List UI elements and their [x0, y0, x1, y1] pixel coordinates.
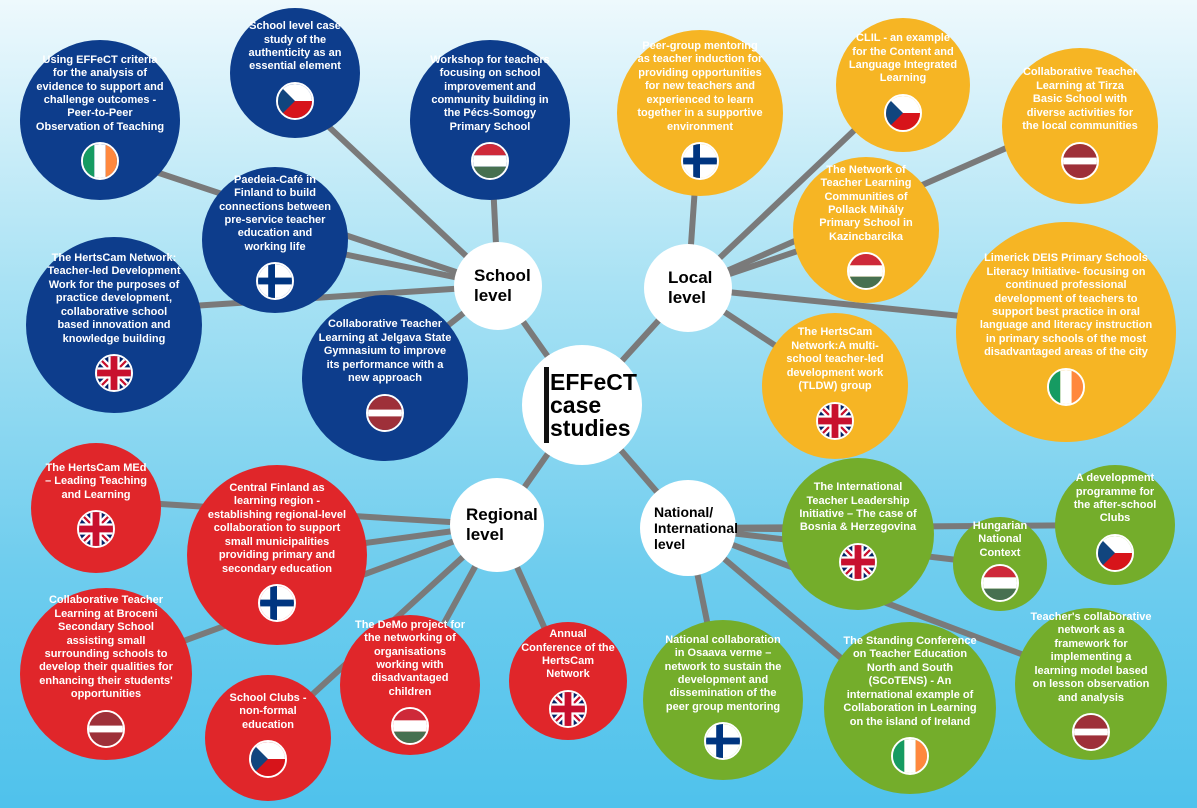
czech-flag-icon [884, 93, 922, 132]
case-regional-3: Collaborative Teacher Learning at Brocen… [20, 588, 192, 760]
case-national-6: Teacher's collaborative network as a fra… [1015, 608, 1167, 760]
case-regional-2: Central Finland as learning region - est… [187, 465, 367, 645]
case-school-6: Collaborative Teacher Learning at Jelgav… [302, 295, 468, 461]
hub-regional-level: Regional level [450, 478, 544, 572]
case-text: Using EFFeCT criteria for the analysis o… [35, 53, 165, 133]
case-text: Annual Conference of the HertsCam Networ… [521, 628, 615, 681]
center-title-circle: EFFeCT case studies [522, 345, 642, 465]
case-school-1: Using EFFeCT criteria for the analysis o… [20, 40, 180, 200]
case-school-2: School level case study of the authentic… [230, 8, 360, 138]
case-text: School level case study of the authentic… [248, 20, 342, 73]
case-text: Limerick DEIS Primary Schools Literacy I… [979, 252, 1153, 359]
case-text: School Clubs - non-formal education [229, 691, 307, 731]
case-text: The International Teacher Leadership Ini… [799, 481, 917, 534]
finland-flag-icon [681, 141, 719, 180]
case-text: Paedeia-Café in Finland to build connect… [219, 173, 331, 253]
ireland-flag-icon [891, 736, 929, 775]
case-text: The HertsCam Network:A multi-school teac… [786, 326, 884, 393]
hungary-flag-icon [847, 252, 885, 291]
case-national-4: National collaboration in Osaava verme –… [643, 620, 803, 780]
ireland-flag-icon [81, 142, 119, 181]
finland-flag-icon [258, 583, 296, 622]
ireland-flag-icon [1047, 367, 1085, 406]
case-text: The Network of Teacher Learning Communit… [819, 163, 913, 243]
case-regional-5: The DeMo project for the networking of o… [340, 615, 480, 755]
uk-flag-icon [839, 542, 877, 581]
case-text: CLIL - an example for the Content and La… [848, 32, 958, 85]
case-text: A development programme for the after-sc… [1073, 472, 1157, 525]
uk-flag-icon [77, 510, 115, 549]
finland-flag-icon [704, 722, 742, 761]
case-text: Hungarian National Context [972, 519, 1028, 559]
case-local-2: CLIL - an example for the Content and La… [836, 18, 970, 152]
case-text: The HertsCam MEd – Leading Teaching and … [45, 461, 147, 501]
case-regional-1: The HertsCam MEd – Leading Teaching and … [31, 443, 161, 573]
case-local-3: Collaborative Teacher Learning at Tirza … [1002, 48, 1158, 204]
case-school-4: Paedeia-Café in Finland to build connect… [202, 167, 348, 313]
hub-national-label: National/ International level [654, 503, 739, 553]
case-school-5: The HertsCam Network: Teacher-led Develo… [26, 237, 202, 413]
case-text: Workshop for teachers focusing on school… [430, 53, 550, 133]
hungary-flag-icon [471, 142, 509, 181]
case-text: National collaboration in Osaava verme –… [664, 633, 782, 713]
hub-local-level: Local level [644, 244, 732, 332]
case-national-2: Hungarian National Context [953, 517, 1047, 611]
hungary-flag-icon [391, 707, 429, 746]
case-local-6: The HertsCam Network:A multi-school teac… [762, 313, 908, 459]
case-text: The DeMo project for the networking of o… [354, 618, 465, 698]
case-local-4: The Network of Teacher Learning Communit… [793, 157, 939, 303]
case-regional-4: School Clubs - non-formal education [205, 675, 331, 801]
case-text: Peer-group mentoring as teacher inductio… [637, 40, 763, 133]
latvia-flag-icon [1061, 141, 1099, 180]
hub-local-label: Local level [668, 268, 713, 307]
latvia-flag-icon [366, 393, 404, 432]
uk-flag-icon [816, 401, 854, 440]
hub-regional-label: Regional level [466, 505, 538, 544]
latvia-flag-icon [1072, 712, 1110, 751]
hub-school-level: School level [454, 242, 542, 330]
hub-national-level: National/ International level [640, 480, 739, 576]
uk-flag-icon [549, 689, 587, 728]
case-national-1: The International Teacher Leadership Ini… [782, 458, 934, 610]
case-local-1: Peer-group mentoring as teacher inductio… [617, 30, 783, 196]
case-text: Collaborative Teacher Learning at Jelgav… [318, 318, 452, 385]
latvia-flag-icon [87, 709, 125, 748]
case-national-3: A development programme for the after-sc… [1055, 465, 1175, 585]
case-text: Teacher's collaborative network as a fra… [1030, 611, 1152, 704]
case-national-5: The Standing Conference on Teacher Educa… [824, 622, 996, 794]
case-regional-6: Annual Conference of the HertsCam Networ… [509, 622, 627, 740]
uk-flag-icon [95, 353, 133, 392]
case-text: Collaborative Teacher Learning at Tirza … [1022, 66, 1138, 133]
case-school-3: Workshop for teachers focusing on school… [410, 40, 570, 200]
czech-flag-icon [276, 81, 314, 120]
czech-flag-icon [249, 740, 287, 779]
case-text: Central Finland as learning region - est… [207, 482, 347, 575]
title-bar [544, 367, 549, 443]
hub-school-label: School level [474, 266, 531, 305]
center-title: EFFeCT case studies [550, 368, 637, 441]
case-text: The Standing Conference on Teacher Educa… [843, 635, 977, 728]
czech-flag-icon [1096, 533, 1134, 572]
finland-flag-icon [256, 262, 294, 301]
case-local-5: Limerick DEIS Primary Schools Literacy I… [956, 222, 1176, 442]
case-text: Collaborative Teacher Learning at Brocen… [39, 594, 173, 701]
case-text: The HertsCam Network: Teacher-led Develo… [47, 252, 181, 345]
hungary-flag-icon [981, 564, 1019, 603]
